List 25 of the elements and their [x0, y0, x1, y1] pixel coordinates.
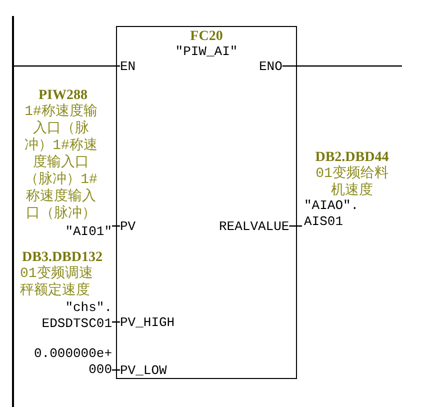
connection-line	[282, 65, 402, 67]
connection-line	[289, 225, 302, 227]
address-label: DB2.DBD44	[314, 150, 390, 165]
block-number: FC20	[189, 29, 224, 45]
symbol-label: ″AIAO″. AIS01	[304, 198, 360, 230]
pin-label: ENO	[259, 59, 282, 75]
connection-line	[112, 321, 120, 323]
connection-line	[12, 65, 120, 67]
comment-text: 1#称速度输入口（脉冲）1#称速度输入口（脉冲）1#称速度输入口（脉冲）	[24, 104, 98, 223]
connection-line	[112, 369, 120, 371]
comment-text: 01变频调速秤额定速度	[20, 266, 94, 300]
connection-line	[112, 225, 120, 227]
address-label: PIW288	[38, 88, 88, 103]
pin-label: PV_LOW	[120, 363, 167, 379]
comment-text: 01变频给料机速度	[314, 166, 390, 200]
pin-label: REALVALUE	[219, 219, 290, 235]
block-symbol: ″PIW_AI″	[174, 44, 239, 60]
pin-label: PV_HIGH	[120, 315, 175, 331]
symbol-label: ″chs″. EDSDTSC01	[40, 300, 112, 332]
symbol-label: ″AI01″	[64, 224, 112, 240]
address-label: DB3.DBD132	[22, 250, 104, 265]
pin-label: PV	[120, 219, 136, 235]
constant-value: 0.000000e+ 000	[32, 346, 112, 378]
pin-label: EN	[120, 59, 136, 75]
function-block	[116, 26, 297, 379]
